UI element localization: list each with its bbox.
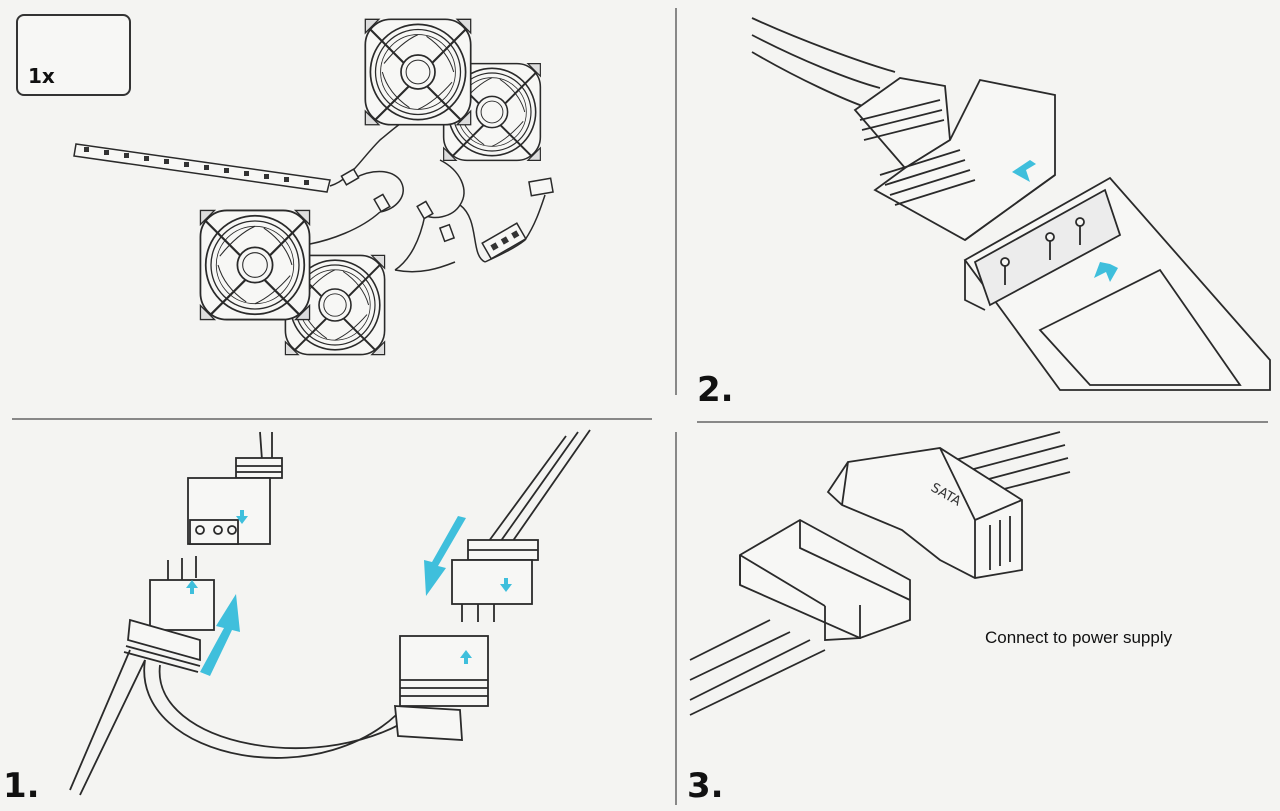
fan-top-front [364, 18, 472, 126]
fan-bottom-front [199, 209, 311, 321]
led-strip [73, 143, 331, 193]
arrow-up-icon [186, 580, 198, 594]
arrow-down-icon [424, 516, 466, 596]
molex-panel [751, 17, 1271, 391]
step-number-2: 2. [697, 370, 734, 410]
kit-overview-panel [61, 15, 554, 356]
sata-panel [689, 431, 1071, 716]
power-supply-caption: Connect to power supply [985, 628, 1173, 647]
rgb-connector-panel [69, 429, 591, 796]
arrow-down-icon [236, 510, 248, 524]
quantity-label: 1x [28, 64, 55, 88]
rgb-cables [309, 119, 546, 273]
rgb-arrows [186, 510, 512, 676]
molex-arrows [1012, 160, 1118, 282]
kit-quantity-box: 1x [16, 14, 131, 96]
arrow-up-icon [1094, 262, 1118, 282]
arrow-up-icon [460, 650, 472, 664]
rgb-controller [481, 177, 554, 260]
step-number-3: 3. [687, 766, 724, 806]
arrow-down-icon [500, 578, 512, 592]
arrow-up-icon [200, 594, 240, 676]
step-number-1: 1. [3, 766, 40, 806]
arrow-down-icon [1012, 160, 1036, 182]
